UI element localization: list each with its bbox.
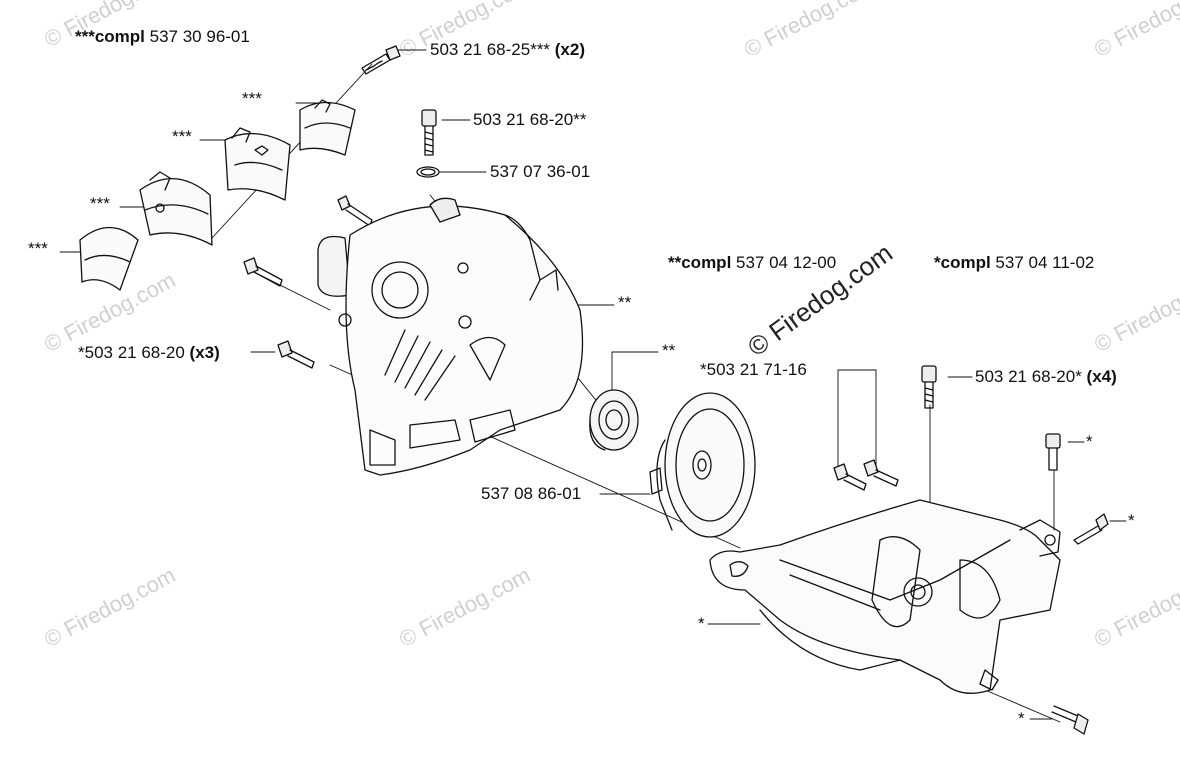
- part-qty: (x3): [184, 343, 220, 362]
- part-label-screw-mid: *503 21 71-16: [700, 360, 807, 379]
- clamp-mark-2: ***: [172, 127, 192, 146]
- kit-number: 537 04 12-00: [731, 253, 837, 272]
- clamp-half-4: [79, 227, 139, 291]
- screw-mid-2: [863, 459, 899, 487]
- clamp-half-1: [299, 99, 356, 156]
- clamp-half-3: [139, 171, 213, 246]
- kit-number: 537 30 96-01: [144, 27, 250, 46]
- housing-mark: **: [618, 293, 632, 312]
- part-qty: (x2): [550, 40, 586, 59]
- crankcase-housing: [317, 197, 584, 476]
- mark-lower: *: [698, 614, 705, 633]
- screw-right-3: [1073, 513, 1109, 545]
- kit-label-top: ***compl 537 30 96-01: [75, 27, 250, 47]
- clamp-mark-3: ***: [90, 194, 110, 213]
- screw-right-2: [1045, 433, 1061, 471]
- part-number: 503 21 68-25***: [430, 40, 551, 59]
- mark-right-1: *: [1086, 432, 1093, 451]
- clutch-drum: [649, 392, 756, 538]
- clamp-mark-4: ***: [28, 239, 48, 258]
- gear-housing: [709, 499, 1061, 694]
- kit-prefix: ***compl: [75, 27, 145, 46]
- bearing-mark: **: [662, 341, 676, 360]
- screw-top-long: [361, 45, 401, 75]
- part-label-left-screws: *503 21 68-20 (x3): [78, 343, 220, 363]
- part-label-screw-top: 503 21 68-20**: [473, 110, 587, 129]
- mark-right-2: *: [1128, 511, 1135, 530]
- ball-bearing: [589, 389, 639, 451]
- kit-number: 537 04 11-02: [990, 253, 1095, 272]
- screw-right-top: [921, 365, 937, 409]
- kit-label-mid: **compl 537 04 12-00: [668, 253, 836, 273]
- screw-left-3: [277, 340, 315, 369]
- clamp-half-2: [224, 127, 291, 201]
- part-label-clutch-drum: 537 08 86-01: [481, 484, 582, 503]
- kit-prefix: **compl: [668, 253, 732, 272]
- screw-top-center: [421, 109, 437, 156]
- part-number: 503 21 68-20*: [975, 367, 1082, 386]
- part-number: *503 21 68-20: [78, 343, 185, 362]
- part-qty: (x4): [1081, 367, 1117, 386]
- screw-mid-1: [833, 463, 867, 491]
- mark-bottom: *: [1018, 709, 1025, 728]
- kit-label-right: *compl 537 04 11-02: [934, 253, 1094, 273]
- screw-left-2: [243, 257, 283, 287]
- part-label-ring: 537 07 36-01: [490, 162, 591, 181]
- part-label-screw-x2: 503 21 68-25*** (x2): [430, 40, 585, 60]
- retaining-ring: [416, 166, 440, 178]
- clamp-mark-1: ***: [242, 89, 262, 108]
- screw-left-1: [337, 195, 373, 227]
- kit-prefix: *compl: [934, 253, 991, 272]
- part-label-screw-x4: 503 21 68-20* (x4): [975, 367, 1117, 387]
- screw-bottom: [1051, 705, 1089, 735]
